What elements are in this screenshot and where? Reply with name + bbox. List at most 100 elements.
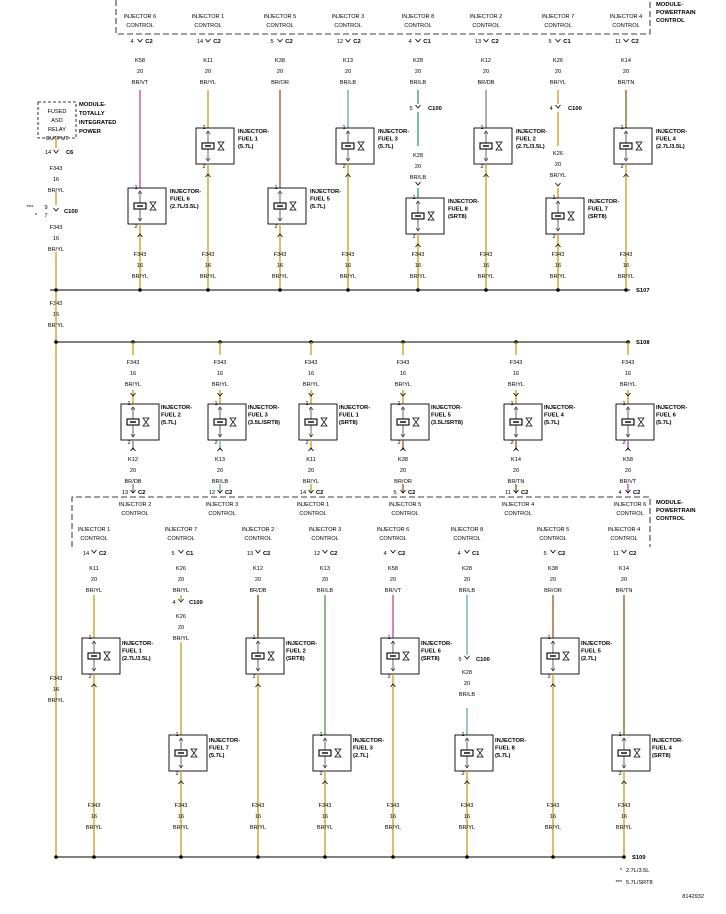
injector-pin-label: 1	[127, 401, 130, 407]
feed-wire-label-line: 16	[625, 371, 631, 377]
injector-pin-label: 1	[510, 401, 513, 407]
control-name: INJECTOR 6	[614, 502, 647, 508]
valve-icon	[103, 651, 111, 661]
bottom-pcm-module-box	[71, 496, 651, 547]
feed-wire-label-line: BR/YL	[395, 382, 411, 388]
connector-pin-symbol	[277, 233, 283, 238]
injector-label-line: FUEL 4	[652, 746, 673, 752]
injector-label-line: (2.7L)	[353, 753, 369, 759]
feed-wire-label-line: BR/YL	[125, 382, 141, 388]
injector-label-line: (2.7L/3.5L)	[656, 144, 685, 150]
injector-pin-label: 1	[134, 185, 137, 191]
connector-pin-symbol	[513, 447, 519, 452]
feed-wire-label-line: BR/YL	[620, 382, 636, 388]
return-wire-label-line: BR/YL	[272, 274, 288, 280]
control-wire-label-line: 20	[308, 468, 314, 474]
control-name: CONTROL	[504, 511, 531, 517]
pcm-pin: 12	[209, 490, 215, 496]
connector-pin-symbol	[178, 780, 184, 785]
control-name: INJECTOR 1	[297, 502, 330, 508]
injector-lead-arrow	[400, 406, 406, 438]
injector-body	[380, 637, 420, 675]
pcm-connector: C2	[633, 490, 640, 496]
control-name: CONTROL	[266, 23, 293, 29]
injector-pin-label: 2	[480, 164, 483, 170]
injector-pin-label: 1	[480, 125, 483, 131]
connector-pin-symbol	[53, 207, 59, 212]
pcm-pin: 4	[130, 39, 133, 45]
control-wire-label-line: 20	[137, 69, 143, 75]
return-wire-label-line: 16	[483, 263, 489, 269]
injector-label-line: INJECTOR-	[161, 405, 192, 411]
connector-pin-symbol	[322, 549, 328, 554]
bottom-pcm-module-label: MODULE-	[656, 500, 683, 506]
left-wire-label-line: 16	[53, 687, 59, 693]
tipm-connector: C6	[66, 150, 74, 156]
pcm-pin: 5	[171, 551, 174, 557]
control-name: INJECTOR 8	[402, 14, 435, 20]
valve-icon	[334, 748, 342, 758]
control-name: CONTROL	[299, 511, 326, 517]
pcm-pin: 11	[505, 490, 511, 496]
fuel-injector: 12	[168, 732, 208, 777]
control-name: INJECTOR 3	[206, 502, 239, 508]
return-wire-label-line: F343	[175, 803, 188, 809]
pcm-pin: 5	[393, 490, 396, 496]
control-wire-label-line: BR/LB	[340, 80, 356, 86]
control-wire-label-line: BR/DB	[249, 588, 266, 594]
left-wire-label-line: F343	[50, 166, 63, 172]
fuel-injector: 12	[615, 401, 655, 446]
return-wire-label-line: BR/YL	[550, 274, 566, 280]
feed-wire-label-line: 16	[217, 371, 223, 377]
injector-label-line: (2.7L/3.5L)	[170, 204, 199, 210]
pcm-pin: 4	[618, 490, 621, 496]
connector-pin-symbol	[205, 173, 211, 178]
feed-wire-label-line: 16	[513, 371, 519, 377]
fuel-injector: 12	[540, 635, 580, 680]
fuel-injector: 12	[390, 401, 430, 446]
s108-label: S108	[636, 340, 650, 346]
return-wire-label-line: F343	[461, 803, 474, 809]
pcm-pin: 14	[83, 551, 89, 557]
control-wire-label-line: K26	[176, 566, 186, 572]
tipm-dashed-box	[37, 101, 77, 139]
control-wire-label-line: 20	[464, 577, 470, 583]
injector-pin-label: 1	[387, 635, 390, 641]
c100-wire-label-line: 20	[555, 162, 561, 168]
return-wire-label-line: 16	[464, 814, 470, 820]
c100-pin: 4	[172, 600, 175, 606]
connector-pin-symbol	[255, 683, 261, 688]
control-name: CONTROL	[539, 536, 566, 542]
fuel-injector: 12	[545, 195, 585, 240]
control-name: INJECTOR 3	[309, 527, 342, 533]
pcm-pin: 11	[615, 39, 621, 45]
injector-pin-label: 1	[342, 125, 345, 131]
c100-wire-label-line: BR/LB	[459, 692, 475, 698]
valve-icon	[142, 417, 150, 427]
injector-label-line: (5.7L)	[544, 420, 560, 426]
legend-star: *	[35, 213, 38, 219]
control-wire-label-line: K58	[388, 566, 398, 572]
injector-label-line: (SRT8)	[286, 656, 305, 662]
return-wire-label-line: BR/YL	[132, 274, 148, 280]
valve-icon	[320, 417, 328, 427]
control-wire-label-line: 20	[91, 577, 97, 583]
injector-lead-arrow	[555, 200, 561, 232]
connector-pin-symbol	[91, 683, 97, 688]
control-wire-label-line: 20	[513, 468, 519, 474]
control-name: INJECTOR 1	[78, 527, 111, 533]
injector-pin-label: 2	[274, 224, 277, 230]
return-wire-label-line: BR/YL	[459, 825, 475, 831]
connector-pin-symbol	[400, 392, 406, 397]
connector-pin-symbol	[555, 104, 561, 109]
injector-lead-arrow	[217, 406, 223, 438]
injector-label-line: (SRT8)	[588, 214, 607, 220]
control-wire-label-line: 20	[178, 577, 184, 583]
control-name: CONTROL	[453, 536, 480, 542]
s107-label: S107	[636, 288, 650, 294]
tipm-pin: 14	[45, 150, 51, 156]
fuel-injector: 12	[120, 401, 160, 446]
connector-pin-symbol	[308, 392, 314, 397]
injector-lead-arrow	[178, 737, 184, 769]
valve-icon	[427, 211, 435, 221]
